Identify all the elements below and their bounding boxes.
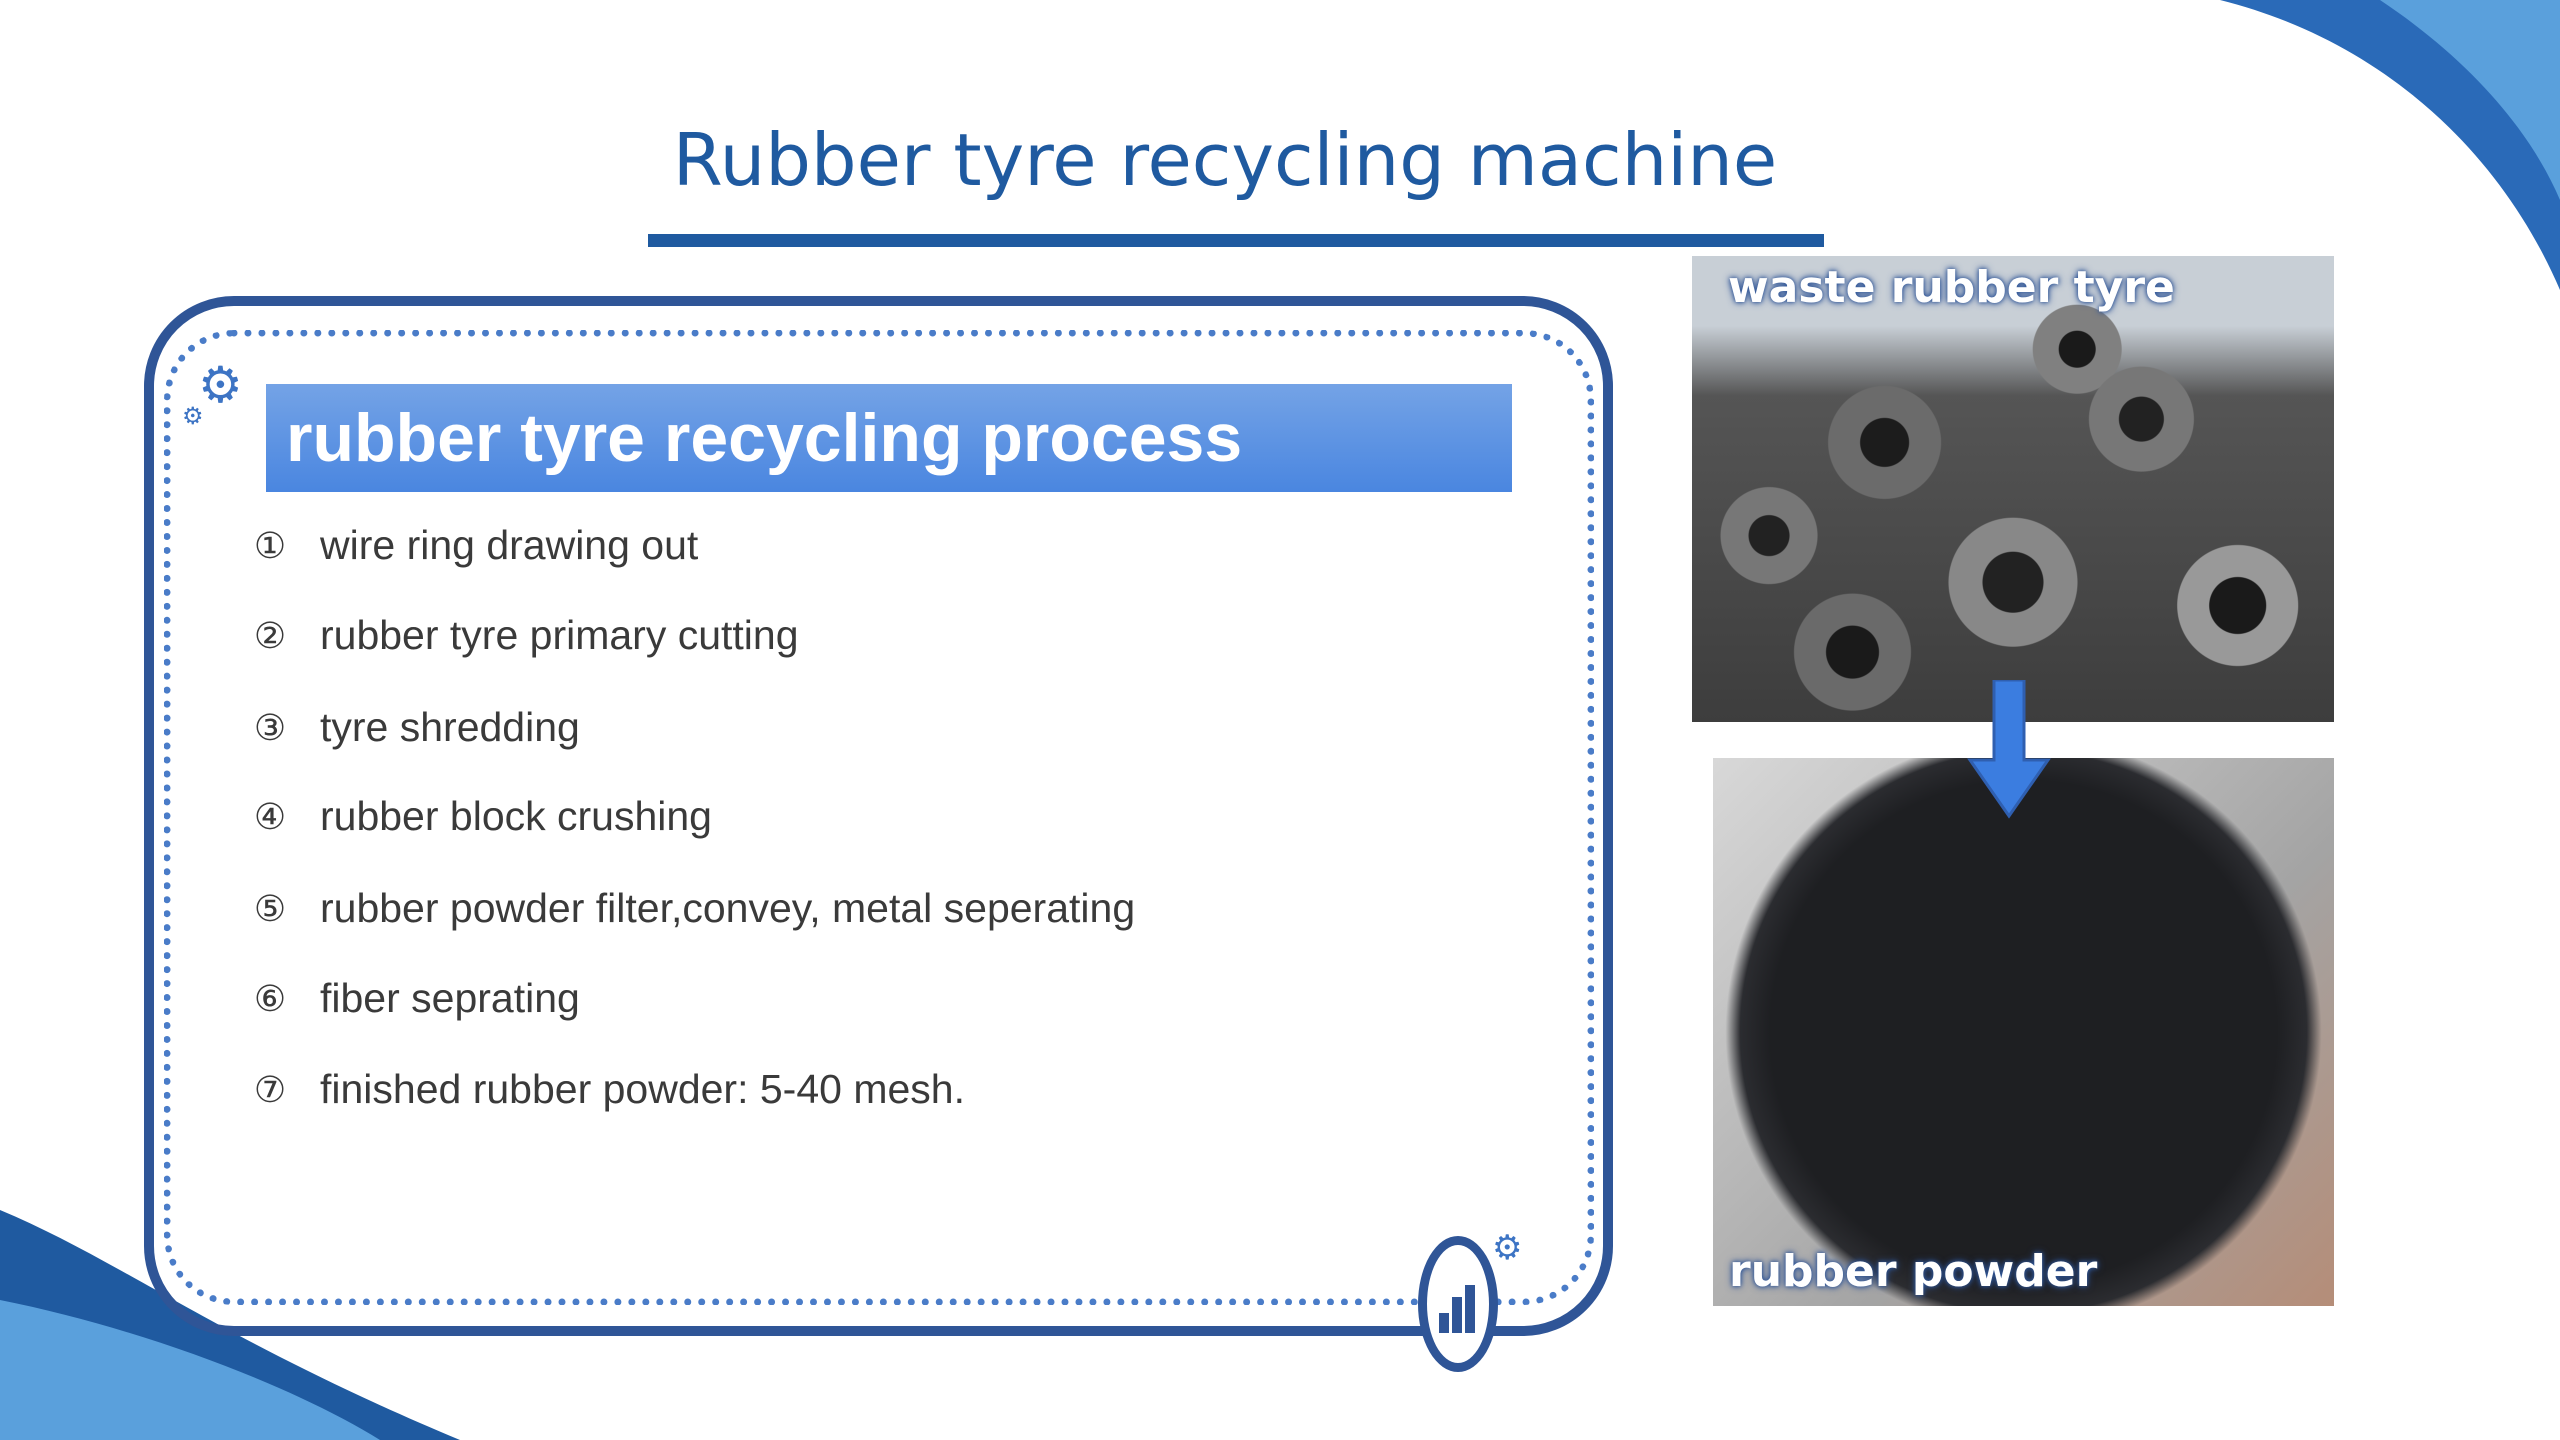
process-step: ⑦ finished rubber powder: 5-40 mesh.: [250, 1066, 965, 1113]
photo-caption: rubber powder: [1729, 1246, 2098, 1297]
chart-badge: [1418, 1236, 1498, 1372]
process-header: rubber tyre recycling process: [266, 384, 1512, 492]
page-title: Rubber tyre recycling machine: [672, 118, 1778, 202]
process-step: ② rubber tyre primary cutting: [250, 612, 799, 659]
step-number: ②: [253, 614, 287, 656]
step-number: ⑥: [253, 977, 287, 1019]
step-text: rubber tyre primary cutting: [320, 612, 799, 658]
step-text: tyre shredding: [320, 704, 580, 750]
process-step: ④ rubber block crushing: [250, 793, 712, 840]
step-text: fiber seprating: [320, 975, 580, 1021]
step-number: ③: [253, 706, 287, 748]
step-text: rubber block crushing: [320, 793, 712, 839]
title-underline: [648, 234, 1824, 247]
step-number: ⑤: [253, 887, 287, 929]
waste-tyres-photo: waste rubber tyre: [1692, 256, 2334, 722]
step-text: rubber powder filter,convey, metal seper…: [320, 885, 1136, 931]
step-text: finished rubber powder: 5-40 mesh.: [320, 1066, 965, 1112]
step-number: ④: [253, 795, 287, 837]
dotted-border: [164, 330, 1594, 1305]
small-gear-icon: ⚙: [182, 403, 204, 430]
process-panel-frame: [144, 296, 1613, 1336]
small-gear-icon: ⚙: [1492, 1229, 1523, 1267]
process-step: ① wire ring drawing out: [250, 522, 698, 569]
bar-chart-icon: [1439, 1285, 1475, 1333]
down-arrow-icon: [1967, 680, 2051, 819]
process-step: ③ tyre shredding: [250, 704, 580, 751]
step-text: wire ring drawing out: [320, 522, 699, 568]
process-step: ⑥ fiber seprating: [250, 975, 580, 1022]
step-number: ⑦: [253, 1068, 287, 1110]
rubber-powder-photo: rubber powder: [1713, 758, 2334, 1306]
gear-icon: ⚙: [198, 357, 243, 413]
process-step: ⑤ rubber powder filter,convey, metal sepe…: [250, 885, 1135, 932]
step-number: ①: [253, 524, 287, 566]
photo-caption: waste rubber tyre: [1728, 262, 2175, 313]
